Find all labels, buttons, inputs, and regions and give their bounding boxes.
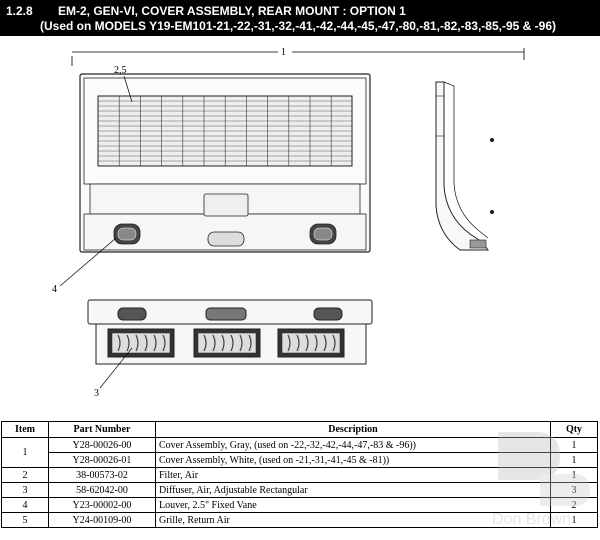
col-header-item: Item	[1, 421, 49, 438]
cell-qty: 1	[550, 437, 598, 453]
cell-description: Cover Assembly, White, (used on -21,-31,…	[155, 452, 551, 468]
cell-part-number: Y24-00109-00	[48, 512, 156, 528]
cell-qty: 2	[550, 497, 598, 513]
table-row: 3 58-62042-00 Diffuser, Air, Adjustable …	[1, 482, 598, 498]
callout-1: 1	[281, 47, 286, 58]
col-header-part-number: Part Number	[48, 421, 156, 438]
cell-item: 3	[1, 482, 49, 498]
diffuser-right	[277, 328, 345, 358]
overall-dimension-line	[71, 48, 525, 66]
cell-item: 2	[1, 467, 49, 483]
table-row: Y28-00026-01 Cover Assembly, White, (use…	[2, 452, 598, 468]
table-header-row: Item Part Number Description Qty	[1, 421, 598, 438]
front-view	[79, 73, 371, 253]
diffuser-left	[107, 328, 175, 358]
section-header: 1.2.8 EM-2, GEN-VI, COVER ASSEMBLY, REAR…	[0, 0, 600, 36]
louver-right	[309, 223, 337, 245]
side-view	[435, 81, 495, 251]
cell-qty: 1	[550, 452, 598, 468]
cell-description: Filter, Air	[155, 467, 551, 483]
cell-qty: 3	[550, 482, 598, 498]
table-row: 4 Y23-00002-00 Louver, 2.5" Fixed Vane 2	[1, 497, 598, 513]
cell-part-number: Y28-00026-00	[48, 437, 156, 453]
cell-part-number: 58-62042-00	[48, 482, 156, 498]
cell-qty: 1	[550, 467, 598, 483]
parts-table: Item Part Number Description Qty 1 Y28-0…	[1, 421, 598, 528]
cell-description: Diffuser, Air, Adjustable Rectangular	[155, 482, 551, 498]
bottom-view	[87, 299, 373, 365]
cell-part-number: 38-00573-02	[48, 467, 156, 483]
table-row: 2 38-00573-02 Filter, Air 1	[1, 467, 598, 483]
col-header-qty: Qty	[550, 421, 598, 438]
cell-part-number: Y28-00026-01	[48, 452, 156, 468]
assembly-drawing: 1 2,5 4	[52, 47, 525, 399]
cell-description: Louver, 2.5" Fixed Vane	[155, 497, 551, 513]
callout-4: 4	[52, 284, 57, 295]
cell-item: 1	[1, 437, 49, 468]
section-subtitle: (Used on MODELS Y19-EM101-21,-22,-31,-32…	[40, 19, 556, 33]
cell-qty: 1	[550, 512, 598, 528]
diffuser-center	[193, 328, 261, 358]
table-row: 1 Y28-00026-00 Cover Assembly, Gray, (us…	[1, 437, 598, 468]
cell-item: 5	[1, 512, 49, 528]
cell-description: Grille, Return Air	[155, 512, 551, 528]
return-air-grille	[97, 95, 353, 167]
louver-left	[113, 223, 141, 245]
callout-3: 3	[94, 388, 99, 399]
cell-description: Cover Assembly, Gray, (used on -22,-32,-…	[155, 437, 551, 453]
cell-item: 4	[1, 497, 49, 513]
section-number: 1.2.8	[6, 4, 33, 18]
callout-2-5: 2,5	[114, 65, 127, 76]
col-header-description: Description	[155, 421, 551, 438]
cell-part-number: Y23-00002-00	[48, 497, 156, 513]
table-row: 5 Y24-00109-00 Grille, Return Air 1	[1, 512, 598, 528]
section-title: EM-2, GEN-VI, COVER ASSEMBLY, REAR MOUNT…	[58, 4, 406, 18]
